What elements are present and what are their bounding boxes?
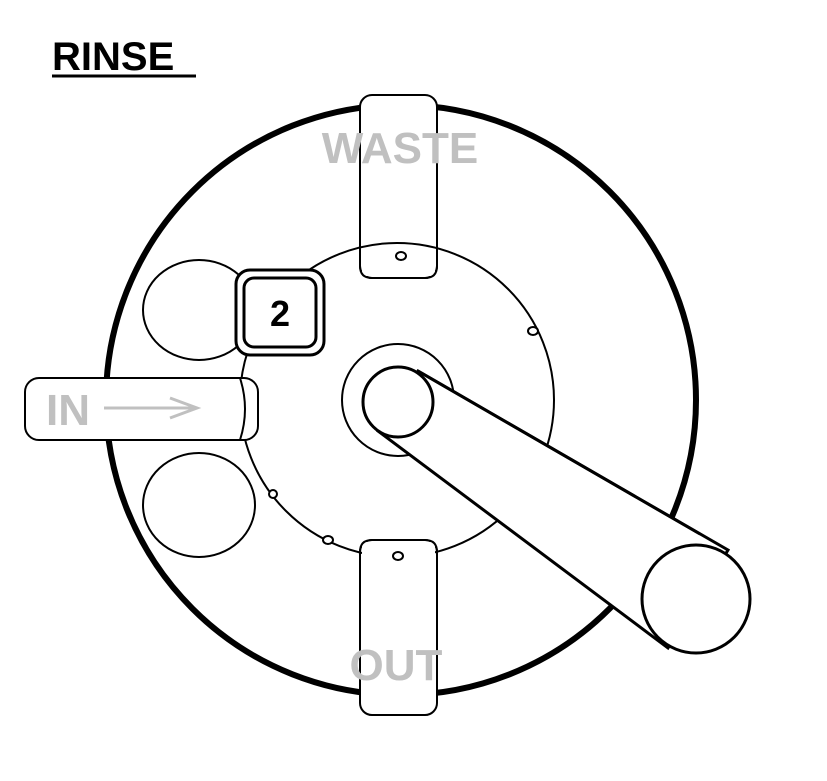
handle-grip[interactable] — [640, 543, 752, 655]
valve-handle[interactable] — [361, 365, 752, 655]
rotor-holes — [268, 251, 539, 561]
step-badge: 2 — [234, 268, 326, 357]
arrow-right-icon — [104, 396, 202, 420]
handle-pivot — [361, 365, 435, 439]
out-label: OUT — [350, 641, 443, 690]
lower-side-port — [142, 452, 256, 558]
in-label: IN — [46, 386, 90, 435]
diagram-title: RINSE — [52, 35, 174, 79]
waste-label: WASTE — [322, 124, 478, 173]
step-number: 2 — [270, 293, 290, 334]
